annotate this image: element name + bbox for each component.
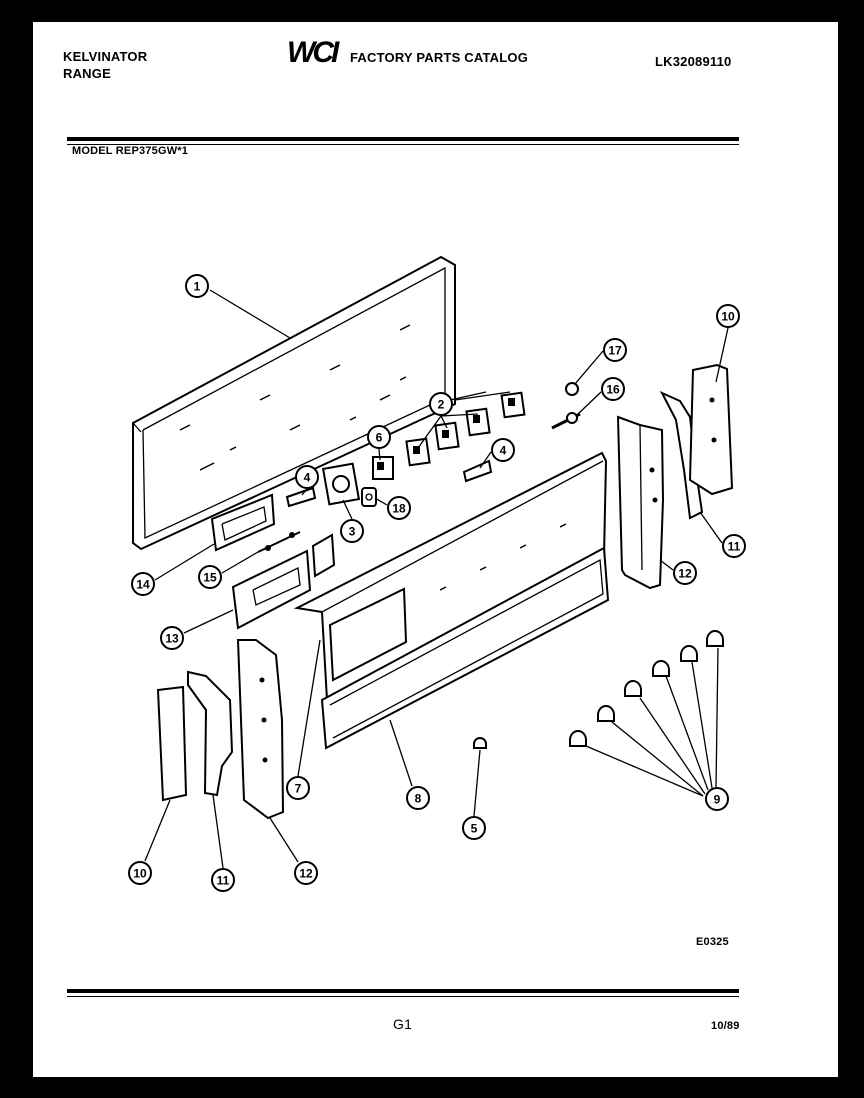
- callout-8: 8: [406, 786, 430, 810]
- callout-label: 3: [349, 525, 356, 539]
- callout-label: 8: [415, 792, 422, 806]
- callout-label: 11: [217, 874, 230, 888]
- catalog-title: FACTORY PARTS CATALOG: [350, 50, 529, 65]
- document-number: LK32089110: [655, 54, 732, 69]
- leader-lines: [144, 289, 729, 869]
- callout-6: 6: [367, 425, 391, 449]
- callout-10: 10: [716, 304, 740, 328]
- side-panel-right: [688, 363, 734, 496]
- callout-12: 12: [294, 861, 318, 885]
- clock-timer: [321, 462, 361, 506]
- callout-11: 11: [722, 534, 746, 558]
- side-trim-right: [659, 390, 704, 520]
- callout-label: 18: [392, 502, 406, 516]
- revision-date: 10/89: [711, 1020, 740, 1032]
- brand-name: KELVINATOR: [63, 49, 148, 64]
- mounting-bracket-right: [462, 459, 493, 483]
- side-panel-left: [156, 685, 188, 802]
- callout-label: 9: [714, 793, 721, 807]
- callout-label: 6: [376, 431, 383, 445]
- page-number: G1: [393, 1016, 413, 1032]
- callout-label: 14: [136, 578, 150, 592]
- callout-label: 10: [721, 310, 735, 324]
- callout-4: 4: [491, 438, 515, 462]
- lower-trim: [320, 546, 610, 750]
- callout-7: 7: [286, 776, 310, 800]
- brand-block: KELVINATOR RANGE: [63, 48, 147, 82]
- callout-13: 13: [160, 626, 184, 650]
- callout-label: 7: [295, 782, 302, 796]
- knob-insert: [473, 737, 487, 749]
- callout-16: 16: [601, 377, 625, 401]
- callout-3: 3: [340, 519, 364, 543]
- end-cap-left: [236, 639, 285, 820]
- callout-label: 5: [471, 822, 478, 836]
- callout-15: 15: [198, 565, 222, 589]
- callout-2: 2: [429, 392, 453, 416]
- callout-label: 17: [608, 344, 622, 358]
- model-number: MODEL REP375GW*1: [72, 145, 189, 157]
- nut: [565, 382, 579, 396]
- callout-label: 12: [678, 567, 692, 581]
- callout-label: 11: [728, 540, 741, 554]
- end-cap-right: [616, 415, 665, 590]
- callout-label: 4: [500, 444, 507, 458]
- callout-18: 18: [387, 496, 411, 520]
- callout-label: 16: [606, 383, 620, 397]
- callout-label: 2: [438, 398, 445, 412]
- screw: [551, 412, 581, 430]
- callout-label: 15: [203, 571, 217, 585]
- callout-11: 11: [211, 868, 235, 892]
- product-type: RANGE: [63, 66, 111, 81]
- control-knobs: [569, 630, 724, 747]
- diagram-code: E0325: [696, 936, 729, 948]
- spring-clip: [257, 531, 301, 553]
- header-rule-thick: [67, 137, 739, 141]
- callout-1: 1: [185, 274, 209, 298]
- callout-label: 12: [299, 867, 313, 881]
- footer-rule-thick: [67, 989, 739, 993]
- callout-label: 1: [194, 280, 201, 294]
- callout-9: 9: [705, 787, 729, 811]
- mounting-bracket-left: [285, 486, 317, 508]
- callout-label: 10: [133, 867, 147, 881]
- callout-5: 5: [462, 816, 486, 840]
- callout-14: 14: [131, 572, 155, 596]
- display-lens: [210, 493, 276, 552]
- callout-12: 12: [673, 561, 697, 585]
- timer-bracket: [361, 487, 377, 507]
- callout-4: 4: [295, 465, 319, 489]
- header-rule-thin: [67, 144, 739, 145]
- callout-label: 4: [304, 471, 311, 485]
- switch-assembly: [405, 391, 526, 467]
- callout-17: 17: [603, 338, 627, 362]
- wci-logo: WCI: [287, 36, 339, 69]
- callout-label: 13: [165, 632, 179, 646]
- footer-rule-thin: [67, 996, 739, 997]
- side-trim-left: [187, 670, 234, 797]
- callout-10: 10: [128, 861, 152, 885]
- display-bezel: [231, 533, 336, 630]
